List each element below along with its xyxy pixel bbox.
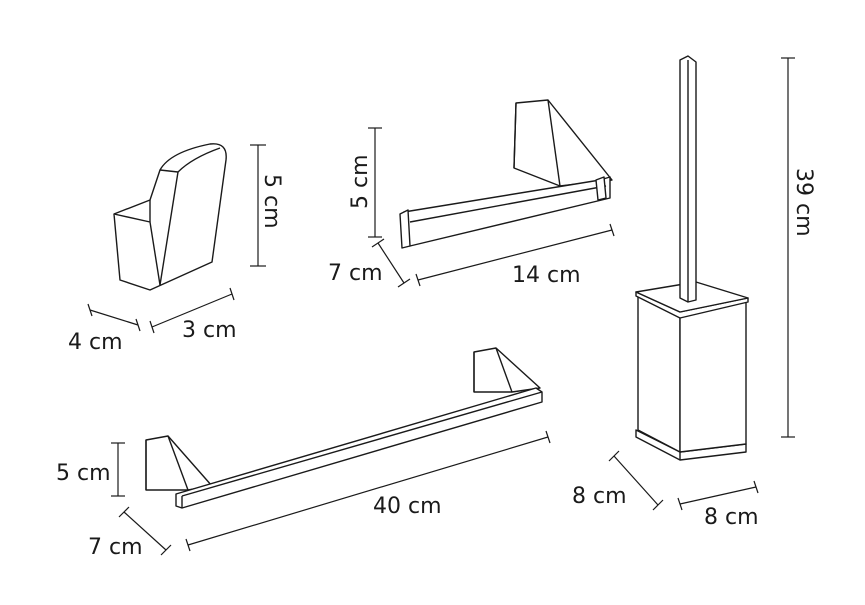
towel-bar-length-label: 40 cm — [373, 494, 442, 519]
toilet-brush-height-dimension — [781, 57, 795, 438]
towel-bar-length-dimension — [185, 430, 551, 552]
toilet-brush-width-label: 8 cm — [704, 505, 759, 530]
toilet-brush-drawing — [635, 55, 749, 461]
hook-depth-dimension — [87, 303, 141, 332]
paper-holder-drawing — [399, 99, 613, 249]
paper-holder-length-label: 14 cm — [512, 263, 581, 288]
towel-bar-depth-dimension — [118, 506, 172, 556]
towel-bar-height-dimension — [111, 442, 125, 497]
hook-drawing — [113, 143, 227, 291]
paper-holder-depth-label: 7 cm — [328, 261, 383, 286]
paper-holder-length-dimension — [415, 223, 615, 287]
paper-holder-depth-dimension — [371, 238, 411, 288]
hook-width-dimension — [149, 287, 235, 334]
towel-bar-drawing — [145, 347, 543, 509]
toilet-brush-width-dimension — [677, 480, 759, 511]
hook-height-label: 5 cm — [259, 174, 284, 229]
hook-height-dimension — [250, 144, 266, 267]
paper-holder-height-label: 5 cm — [348, 154, 373, 209]
toilet-brush-depth-dimension — [608, 450, 664, 511]
toilet-brush-height-label: 39 cm — [791, 168, 816, 237]
towel-bar-depth-label: 7 cm — [88, 535, 143, 560]
hook-width-label: 3 cm — [182, 318, 237, 343]
paper-holder-height-dimension — [368, 127, 382, 238]
hook-depth-label: 4 cm — [68, 330, 123, 355]
toilet-brush-depth-label: 8 cm — [572, 484, 627, 509]
towel-bar-height-label: 5 cm — [56, 461, 111, 486]
